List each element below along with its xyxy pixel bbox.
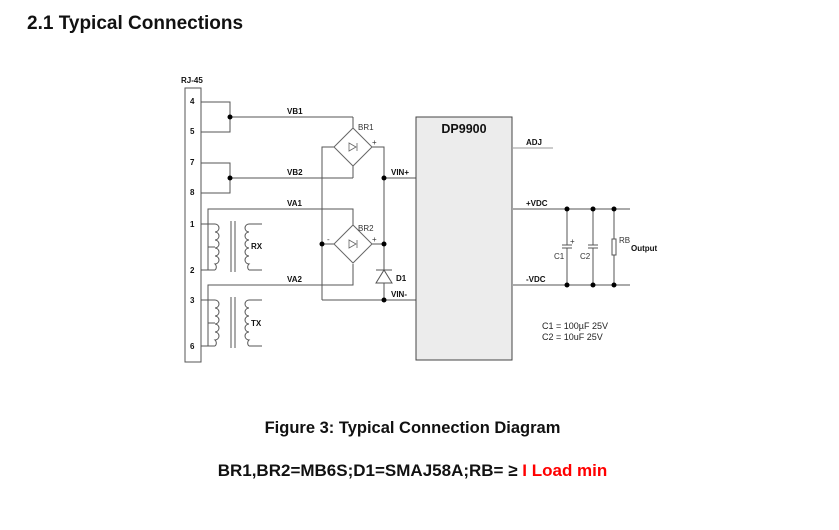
pin-5: 5 (190, 127, 195, 136)
dp9900-chip (415, 116, 513, 361)
net-vdc-plus: +VDC (526, 199, 548, 208)
br2-plus: + (372, 235, 377, 244)
net-va1: VA1 (287, 199, 303, 208)
output-label: Output (631, 244, 658, 253)
c1-value-note: C1 = 100µF 25V (542, 321, 608, 331)
br1-plus: + (372, 138, 377, 147)
br2-minus: - (327, 235, 330, 244)
parts-list-text: BR1,BR2=MB6S;D1=SMAJ58A;RB= ≥ (217, 461, 518, 480)
c1-label: C1 (554, 252, 565, 261)
c2-value-note: C2 = 10uF 25V (542, 332, 603, 342)
pin-6: 6 (190, 342, 195, 351)
pin-2: 2 (190, 266, 195, 275)
parts-list-highlight: I Load min (517, 461, 608, 480)
connector-label: RJ-45 (181, 76, 203, 85)
net-va2: VA2 (287, 275, 303, 284)
rb-label: RB (619, 236, 630, 245)
d1-label: D1 (396, 274, 407, 283)
net-vb2: VB2 (287, 168, 303, 177)
br1-label: BR1 (358, 123, 374, 132)
chip-name: DP9900 (441, 122, 486, 136)
transformer-tx-label: TX (251, 319, 262, 328)
rj45-connector (184, 87, 202, 363)
c2-label: C2 (580, 252, 591, 261)
diode-d1: D1 (375, 269, 407, 284)
bridge-br2: BR2 + - (327, 224, 377, 264)
typical-connection-diagram: RJ-45 4 5 7 8 1 2 3 6 (181, 76, 658, 363)
junction-dots (227, 114, 617, 303)
transformer-rx-label: RX (251, 242, 263, 251)
pin-1: 1 (190, 220, 195, 229)
net-vdc-minus: -VDC (526, 275, 546, 284)
parts-list: BR1,BR2=MB6S;D1=SMAJ58A;RB= ≥ I Load min (0, 461, 832, 481)
net-adj: ADJ (526, 138, 542, 147)
pin-7: 7 (190, 158, 195, 167)
net-vb1: VB1 (287, 107, 303, 116)
br2-label: BR2 (358, 224, 374, 233)
pin-8: 8 (190, 188, 195, 197)
figure-caption: Figure 3: Typical Connection Diagram (264, 419, 561, 437)
c1-plus: + (570, 237, 575, 246)
section-title: 2.1 Typical Connections (27, 13, 244, 34)
pin-4: 4 (190, 97, 195, 106)
net-vin-plus: VIN+ (391, 168, 409, 177)
net-vin-minus: VIN- (391, 290, 407, 299)
pin-3: 3 (190, 296, 195, 305)
bridge-br1: BR1 + (333, 123, 377, 167)
